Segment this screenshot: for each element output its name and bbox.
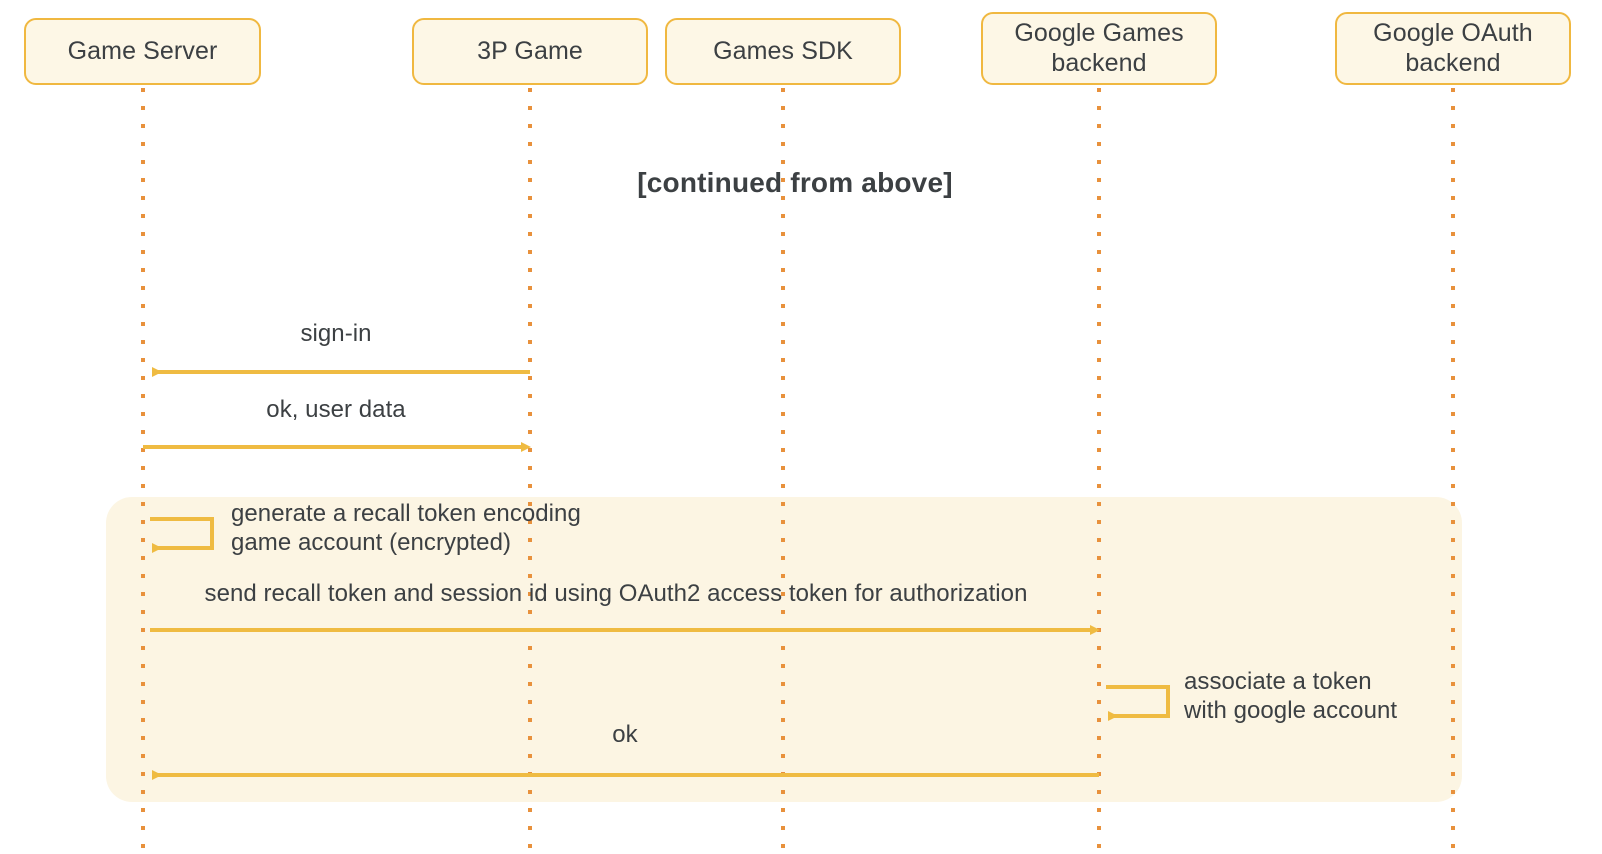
participant-google-oauth-backend[interactable]: Google OAuth backend xyxy=(1335,12,1571,85)
message-label-associate-token: associate a token with google account xyxy=(1184,668,1398,724)
arrow-generate-recall-token xyxy=(150,517,214,553)
continuation-note: [continued from above] xyxy=(637,167,953,198)
message-label-send-recall-token: send recall token and session id using O… xyxy=(204,580,1028,607)
participant-games-sdk[interactable]: Games SDK xyxy=(665,18,901,85)
message-label-sign-in: sign-in xyxy=(300,320,372,347)
lifelines xyxy=(141,88,1455,854)
participant-label: Google OAuth backend xyxy=(1373,19,1533,77)
participant-game-server[interactable]: Game Server xyxy=(24,18,261,85)
participant-label: Games SDK xyxy=(713,36,853,65)
message-label-generate-recall-token: generate a recall token encoding game ac… xyxy=(231,500,581,556)
participant-label: Game Server xyxy=(67,36,218,65)
participant-third-party-game[interactable]: 3P Game xyxy=(412,18,648,85)
participant-label: 3P Game xyxy=(477,36,583,65)
participant-google-games-backend[interactable]: Google Games backend xyxy=(981,12,1217,85)
participant-label: Google Games backend xyxy=(1014,19,1184,77)
message-arrows xyxy=(143,367,1170,780)
message-label-ok-user-data: ok, user data xyxy=(266,396,406,423)
arrow-associate-token xyxy=(1106,685,1170,721)
message-label-ok-response: ok xyxy=(612,721,638,748)
